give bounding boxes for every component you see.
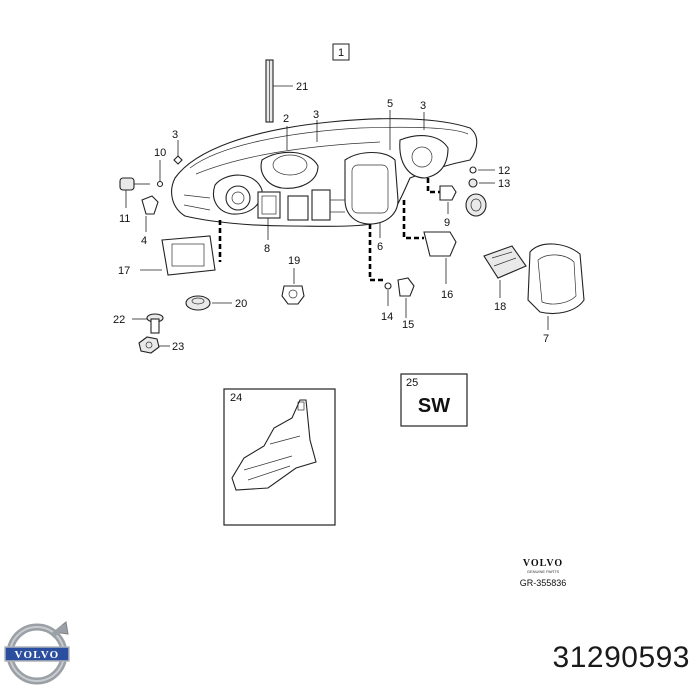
part-18-module: 18: [483, 245, 527, 313]
callout-12: 12: [498, 165, 510, 177]
callout-3-left: 3: [172, 129, 178, 141]
volvo-logo: VOLVO: [4, 621, 70, 685]
callout-3-top: 3: [313, 109, 319, 121]
callout-10: 10: [154, 147, 166, 159]
callout-13: 13: [498, 178, 510, 190]
callout-17: 17: [118, 265, 130, 277]
volvo-logo-text: VOLVO: [15, 649, 60, 661]
drawing-reference: GR-355836: [520, 578, 567, 588]
part-22-23-screw-nut: 22 23: [113, 313, 184, 354]
callout-23: 23: [172, 341, 184, 353]
callout-18: 18: [494, 301, 506, 313]
headlamp-housing: [171, 118, 478, 227]
part-4-bracket: 4: [141, 195, 159, 247]
callout-11: 11: [119, 213, 130, 225]
part-12-13-9: 12 13 9: [426, 165, 510, 229]
inset-24: 24: [223, 388, 336, 526]
callout-20: 20: [235, 298, 247, 310]
part-8: 8: [264, 218, 270, 255]
part-6: 6: [377, 222, 383, 253]
callout-1: 1: [338, 47, 344, 59]
callout-2: 2: [283, 113, 289, 125]
callout-19: 19: [288, 255, 300, 267]
inset-25-text: SW: [418, 395, 450, 417]
part-10-11-bulb: 10 11: [119, 147, 166, 225]
callout-14: 14: [381, 311, 393, 323]
footer-brand: VOLVO: [523, 558, 563, 569]
part-19: 19: [281, 255, 305, 305]
drawing-footer: VOLVO GENUINE PARTS GR-355836: [520, 558, 567, 588]
callout-24: 24: [230, 392, 242, 404]
callout-3-right: 3: [420, 100, 426, 112]
inset-25: 25 SW: [400, 373, 468, 427]
assembly-label-box: 1: [332, 43, 350, 61]
callout-15: 15: [402, 319, 414, 331]
callout-6: 6: [377, 241, 383, 253]
part-7-cover: 7: [527, 243, 585, 345]
part-20-grommet: 20: [185, 295, 247, 311]
callout-5: 5: [387, 98, 393, 110]
callout-9: 9: [444, 217, 450, 229]
callout-4: 4: [141, 235, 147, 247]
callout-25: 25: [406, 377, 418, 389]
callout-7: 7: [543, 333, 549, 345]
callout-22: 22: [113, 314, 125, 326]
part-number: 31290593: [552, 641, 690, 674]
footer-brand-sub: GENUINE PARTS: [527, 569, 560, 574]
part-21-rod: 21: [265, 59, 308, 123]
callout-8: 8: [264, 243, 270, 255]
housing-callouts: 2 3 5 3 3: [172, 98, 426, 165]
callout-21: 21: [296, 81, 308, 93]
callout-16: 16: [441, 289, 453, 301]
part-16-14-15: 16 14 15: [368, 200, 457, 331]
part-17-ballast: 17: [118, 220, 222, 277]
